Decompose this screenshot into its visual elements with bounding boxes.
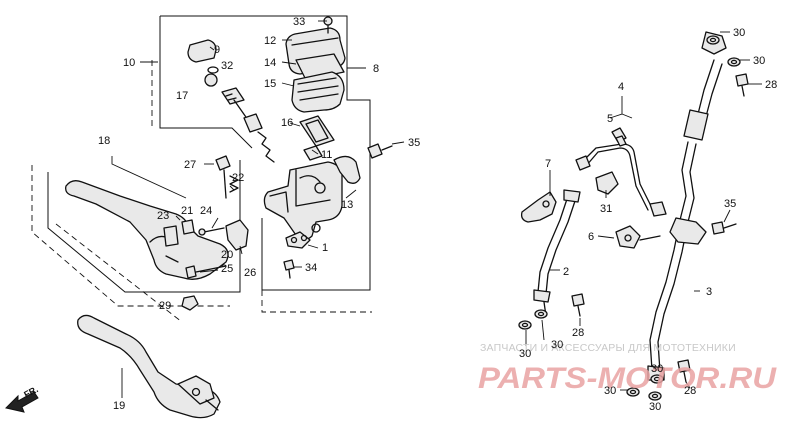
adjuster-20 [225,219,249,251]
callout-29: 29 [159,300,171,312]
callout-35-upper: 35 [408,137,420,149]
diaphragm-15 [291,71,345,113]
callout-20: 20 [221,249,233,261]
leader-lines [111,20,762,398]
cap-screw-33 [323,16,333,34]
callout-6: 6 [588,231,594,243]
callout-30-middle-a: 30 [551,339,563,351]
callout-5: 5 [607,113,613,125]
callout-12: 12 [264,35,276,47]
callout-8: 8 [373,63,379,75]
callout-33: 33 [293,16,305,28]
callout-23: 23 [157,210,169,222]
callout-27: 27 [184,159,196,171]
callout-32: 32 [221,60,233,72]
reservoir-boot-11 [303,145,323,161]
callout-31: 31 [600,203,612,215]
plunger-25 [185,265,227,279]
callout-10: 10 [123,57,135,69]
brake-pipe-4 [575,143,667,217]
callout-9: 9 [214,44,220,56]
callout-28-top: 28 [765,79,777,91]
callout-30-middle-b: 30 [519,348,531,360]
callout-16: 16 [281,117,293,129]
banjo-bolt-35-right [711,221,737,235]
callout-30-top: 30 [733,27,745,39]
pivot-bolt-27 [215,155,231,199]
callout-18: 18 [98,135,110,147]
callout-3: 3 [706,286,712,298]
callout-15: 15 [264,78,276,90]
callout-4: 4 [618,81,624,93]
callout-17: 17 [176,90,188,102]
callout-labels: 33 12 14 15 8 9 32 10 17 16 11 13 35 1 3… [98,16,777,413]
callout-14: 14 [264,57,276,69]
watermark-logo: PARTS-MOTOR.RU [478,362,777,395]
watermark: ЗАПЧАСТИ И АКСЕССУАРЫ ДЛЯ МОТОТЕХНИКИ PA… [478,342,777,395]
callout-22: 22 [232,172,244,184]
pin-24 [198,227,225,236]
joint-6 [615,225,661,249]
hose-clamp-7 [520,191,557,223]
callout-7: 7 [545,158,551,170]
callout-25: 25 [221,263,233,275]
callout-19: 19 [113,400,125,412]
callout-11: 11 [321,149,332,161]
circlip-32 [207,66,219,74]
callout-1: 1 [322,242,328,254]
callout-13: 13 [341,199,353,211]
callout-2: 2 [563,266,569,278]
callout-30-bottom-a: 30 [604,385,616,397]
spring-22 [229,175,239,193]
callout-28-middle: 28 [572,327,584,339]
callout-30-bottom-c: 30 [649,401,661,413]
hose-clamp-31 [595,171,619,195]
watermark-tagline: ЗАПЧАСТИ И АКСЕССУАРЫ ДЛЯ МОТОТЕХНИКИ [480,342,736,354]
master-cylinder-body-13 [263,161,343,241]
holder-1 [285,231,311,249]
assembly-outlines [31,15,372,323]
sealing-washers-30 [518,35,741,401]
bushing-23 [163,225,179,247]
callout-24: 24 [200,205,212,217]
callout-21: 21 [181,205,193,217]
float-plate-16 [299,115,335,147]
brake-hose-2 [533,189,581,317]
callout-30-second: 30 [753,55,765,67]
banjo-bolt-35-upper [367,143,393,159]
grommet-5 [611,127,627,147]
callout-26: 26 [244,267,256,279]
callout-35-right: 35 [724,198,736,210]
nut-29 [181,295,199,311]
callout-34: 34 [305,262,317,274]
bolts-28 [571,73,749,383]
bolt-34 [283,259,295,279]
front-direction-arrow: FR. [5,384,40,413]
piston-set-17 [187,39,275,163]
callout-30-bottom-b: 30 [651,363,663,375]
boot-13-right [333,155,361,184]
collar-21 [181,219,195,235]
callout-28-bottom: 28 [684,385,696,397]
lever-assembly-19 [77,314,221,419]
